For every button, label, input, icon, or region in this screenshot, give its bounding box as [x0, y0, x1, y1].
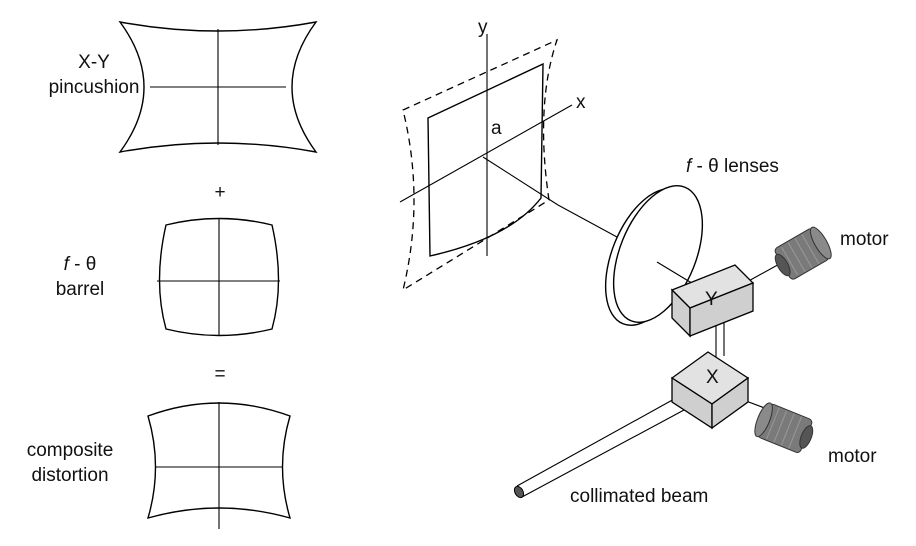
- x-axis-label: x: [576, 92, 586, 113]
- mirror-y-box: [670, 264, 755, 338]
- lenses-label: f - θ lenses: [686, 156, 779, 177]
- mirror-x-box: [670, 351, 750, 430]
- pincushion-shape: [118, 20, 318, 154]
- equals-sign: =: [214, 364, 226, 385]
- pincushion-label: X-Y pincushion: [48, 52, 140, 98]
- motor-top-icon: [774, 226, 832, 280]
- scan-field: [427, 62, 544, 257]
- barrel-label: f - θ barrel: [55, 254, 105, 300]
- mirror-y-label: Y: [705, 289, 718, 310]
- beam-label: collimated beam: [570, 486, 708, 507]
- plus-sign: +: [214, 182, 226, 203]
- point-a-label: a: [491, 118, 502, 139]
- barrel-shape: [157, 217, 280, 337]
- scan-field-dashed: [401, 38, 559, 292]
- motor-bottom-label: motor: [828, 446, 877, 467]
- mirror-x-label: X: [706, 367, 719, 388]
- x-axis: [399, 104, 573, 203]
- motor-top-label: motor: [840, 229, 889, 250]
- composite-label: composite distortion: [26, 440, 114, 486]
- axes: [399, 34, 629, 256]
- y-axis-label: y: [478, 17, 488, 38]
- motor-bottom-icon: [754, 402, 814, 453]
- collimated-beam: [513, 397, 685, 499]
- composite-shape: [146, 402, 292, 529]
- beam-to-field: [482, 156, 559, 206]
